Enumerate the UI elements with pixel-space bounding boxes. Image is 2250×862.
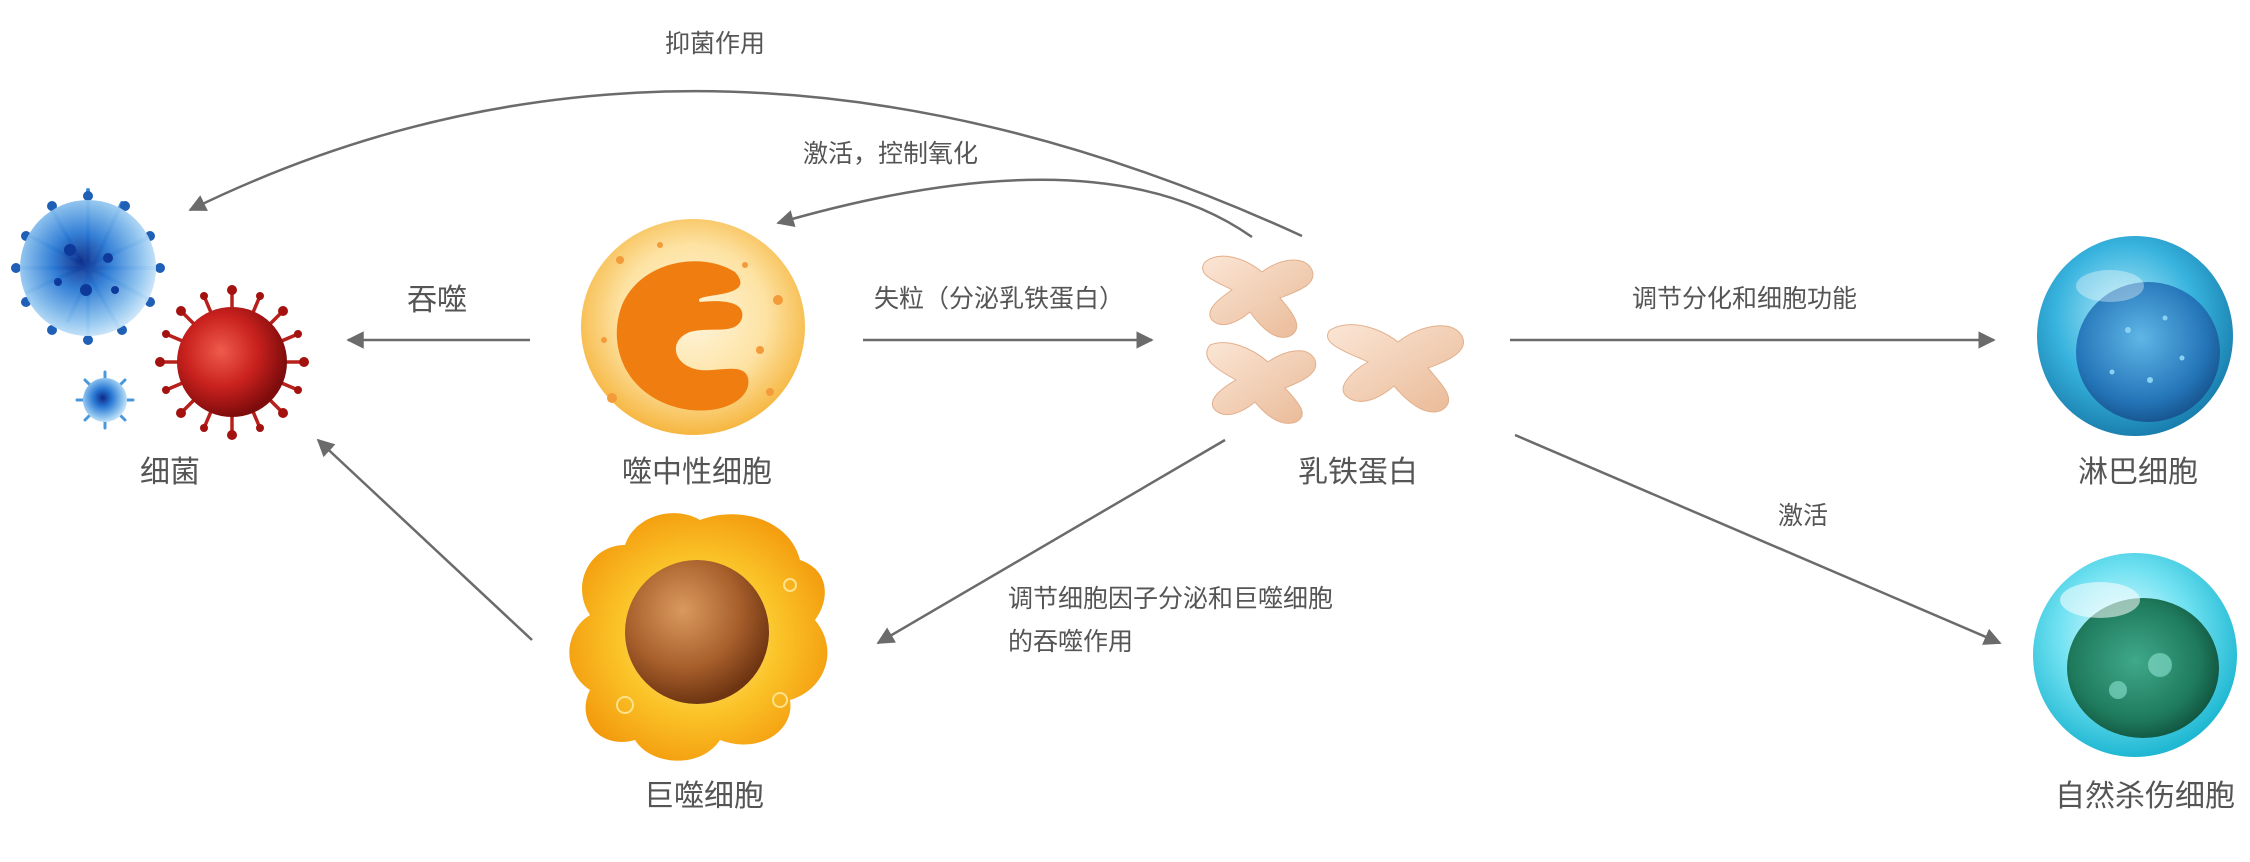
label-activate-control-oxidation: 激活，控制氧化 (803, 139, 978, 168)
bacteria-group (11, 188, 309, 440)
node-neutrophil-label: 噬中性细胞 (622, 455, 772, 490)
lymphocyte-cell-icon (2037, 236, 2233, 436)
arrow-activate-nk (1514, 433, 2002, 645)
arrow-regulate-cytokine (876, 438, 1226, 645)
arrow-activate-control-oxidation (776, 178, 1253, 239)
label-regulate-differentiation: 调节分化和细胞功能 (1632, 284, 1857, 313)
red-virus-icon (155, 285, 309, 440)
arrow-antibacterial (188, 89, 1303, 238)
label-activate: 激活 (1778, 501, 1828, 530)
label-antibacterial: 抑菌作用 (665, 29, 765, 58)
neutrophil-cell-icon (581, 219, 805, 435)
arrow-macrophage-to-bacteria (316, 438, 533, 641)
label-regulate-cytokine-line2: 的吞噬作用 (1008, 627, 1133, 656)
label-phagocytosis: 吞噬 (407, 283, 467, 318)
macrophage-cell-icon (569, 513, 828, 761)
blue-virus-icon (11, 188, 165, 345)
node-nk-cell-label: 自然杀伤细胞 (2055, 779, 2235, 814)
label-regulate-cytokine-line1: 调节细胞因子分泌和巨噬细胞 (1008, 584, 1333, 613)
nk-cell-icon (2033, 553, 2237, 757)
node-lactoferrin-label: 乳铁蛋白 (1298, 455, 1418, 490)
small-blue-virus-icon (75, 370, 135, 430)
node-bacteria-label: 细菌 (140, 455, 200, 490)
node-macrophage-label: 巨噬细胞 (644, 779, 764, 814)
label-degranulation: 失粒（分泌乳铁蛋白） (874, 284, 1124, 313)
node-lymphocyte-label: 淋巴细胞 (2078, 455, 2198, 490)
lactoferrin-protein-icon (1202, 255, 1465, 424)
